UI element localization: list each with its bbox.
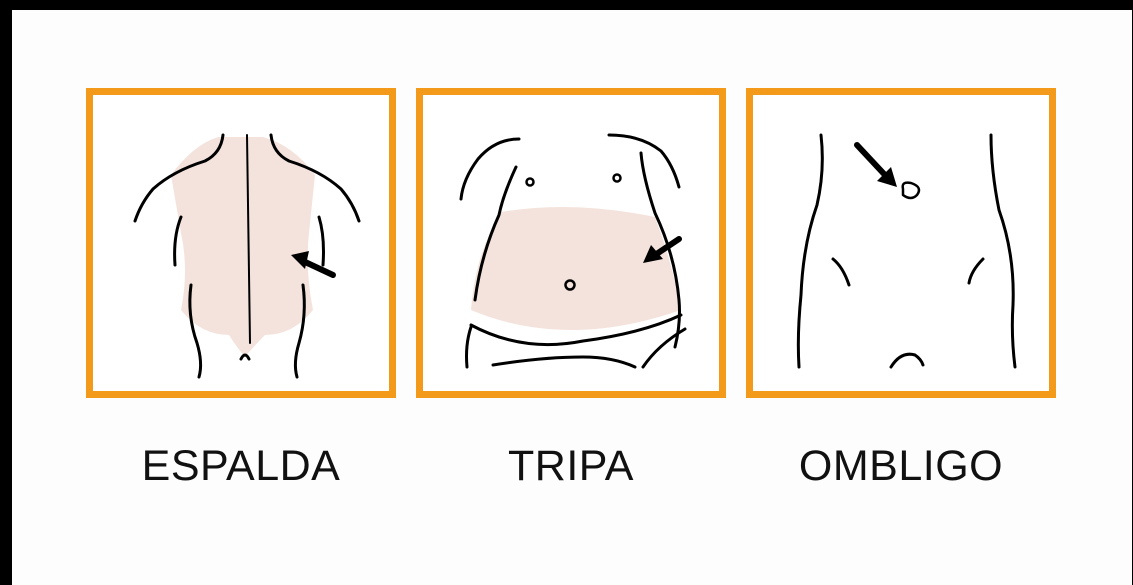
picture-board: ESPALDA TRIPA OMBLIGO	[10, 10, 1132, 585]
label-ombligo: OMBLIGO	[746, 442, 1056, 491]
back-torso-icon	[93, 95, 389, 391]
card-tripa[interactable]	[416, 88, 726, 398]
belly-torso-icon	[423, 95, 719, 391]
label-tripa: TRIPA	[416, 442, 726, 491]
card-ombligo[interactable]	[746, 88, 1056, 398]
label-espalda: ESPALDA	[86, 442, 396, 491]
card-espalda[interactable]	[86, 88, 396, 398]
navel-torso-icon	[753, 95, 1049, 391]
